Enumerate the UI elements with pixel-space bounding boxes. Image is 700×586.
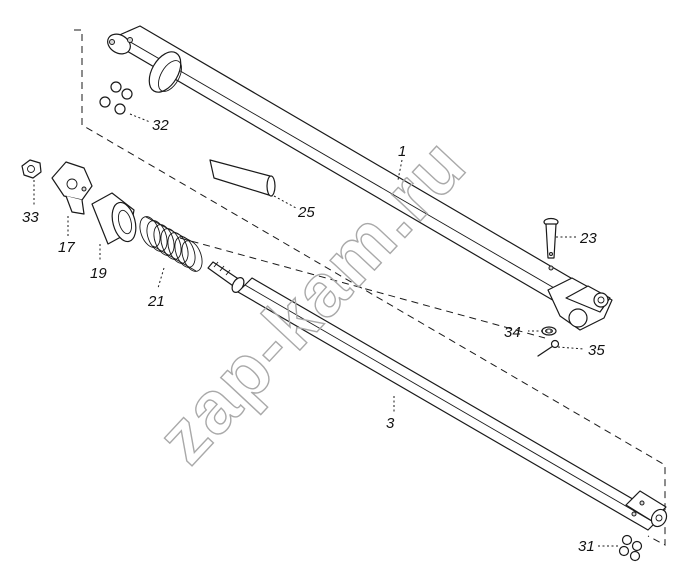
watermark-text: zap-kam.ru <box>141 122 482 479</box>
callout-label-31: 31 <box>578 538 595 555</box>
part-21-spring <box>139 216 203 272</box>
callout-leaders <box>33 113 618 547</box>
part-17-bracket <box>51 161 93 215</box>
part-33-nut <box>21 159 42 179</box>
callout-label-19: 19 <box>90 265 107 282</box>
callout-label-23: 23 <box>579 230 597 247</box>
part-1-cylinder-tube <box>107 25 613 331</box>
assembly-frame <box>74 29 666 546</box>
callout-label-17: 17 <box>58 239 75 256</box>
part-3-piston-rod <box>207 261 668 531</box>
part-32-small-rings <box>99 81 133 115</box>
callout-label-21: 21 <box>147 293 165 310</box>
part-35-cotter-pin <box>537 339 560 357</box>
callout-label-34: 34 <box>504 324 521 341</box>
callout-label-32: 32 <box>152 117 169 134</box>
part-19-bushing <box>91 192 137 245</box>
callout-label-1: 1 <box>398 143 406 160</box>
callout-label-35: 35 <box>588 342 605 359</box>
callout-label-25: 25 <box>297 204 315 221</box>
callout-label-33: 33 <box>22 209 39 226</box>
callout-label-3: 3 <box>386 415 395 432</box>
part-25-sleeve <box>209 159 276 197</box>
part-31-small-rings <box>618 534 643 562</box>
part-34-ring <box>541 326 557 336</box>
callout-labels: 1 3 17 19 21 23 25 31 32 33 34 35 <box>22 117 605 555</box>
part-23-pin <box>543 217 559 259</box>
